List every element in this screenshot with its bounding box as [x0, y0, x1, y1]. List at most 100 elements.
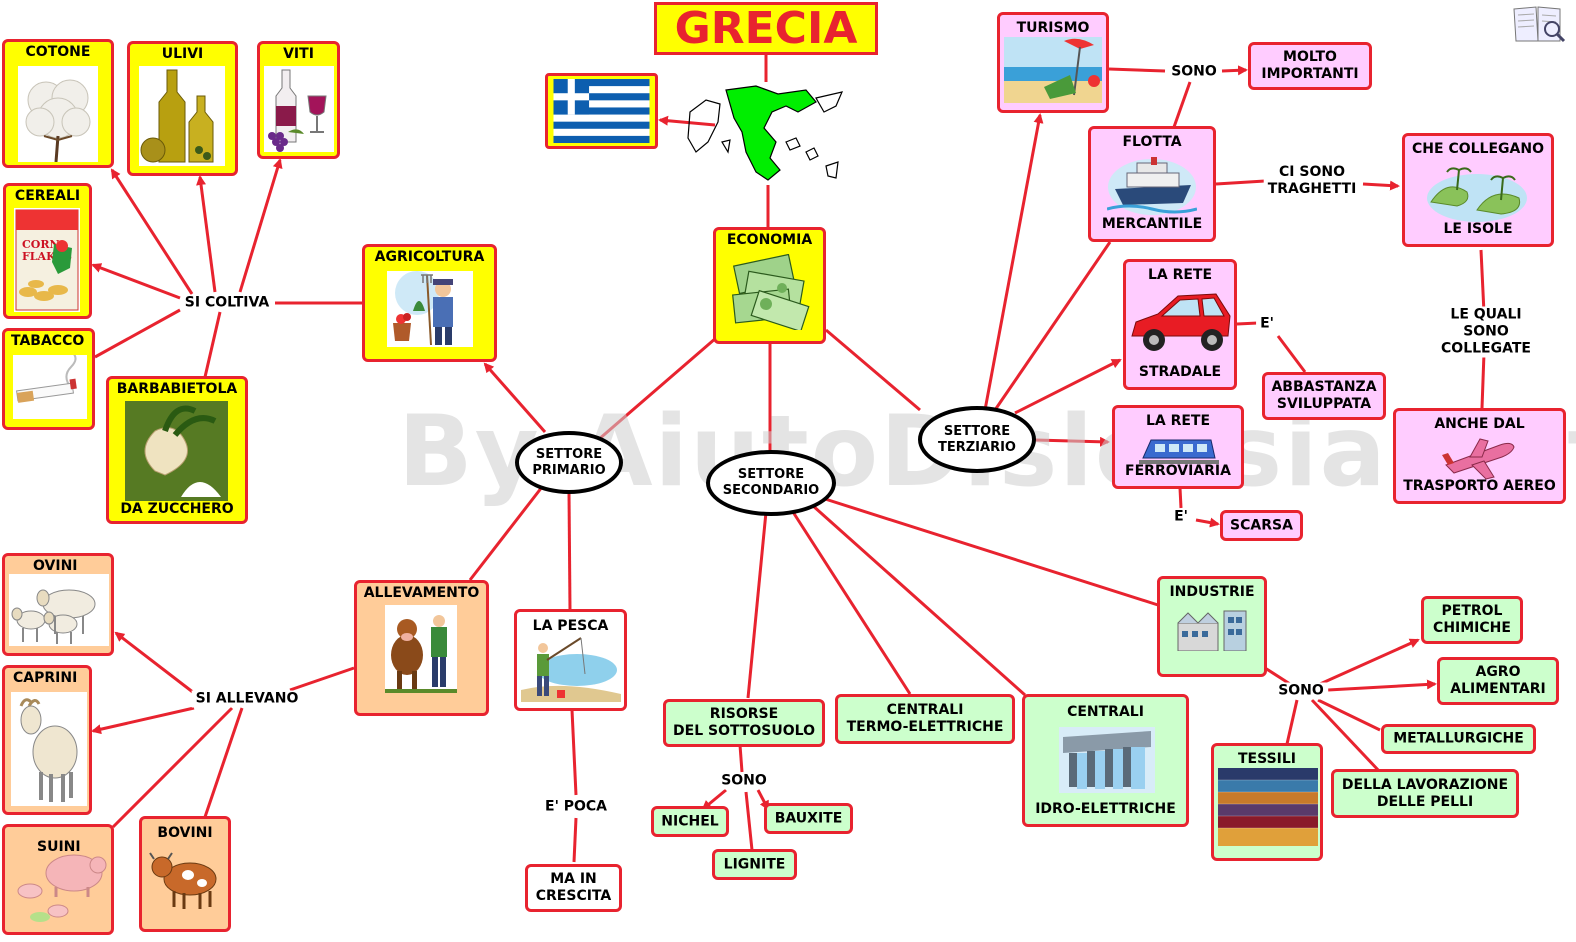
- sugar-beet-icon: [125, 401, 228, 501]
- scarsa-node: SCARSA: [1220, 510, 1303, 541]
- olive-oil-icon: [139, 66, 225, 166]
- suini-label: SUINI: [37, 839, 81, 855]
- scarsa-label: SCARSA: [1230, 517, 1293, 533]
- le-quali-label: LE QUALI SONO COLLEGATE: [1437, 306, 1535, 358]
- isole-label-bottom: LE ISOLE: [1443, 221, 1513, 237]
- ci-sono-traghetti-label: CI SONO TRAGHETTI: [1263, 164, 1361, 198]
- petrolchimiche-node: PETROL CHIMICHE: [1421, 596, 1523, 644]
- barbabietola-node: BARBABIETOLA DA ZUCCHERO: [106, 376, 248, 524]
- termo-label: CENTRALI TERMO-ELETTRICHE: [846, 702, 1004, 735]
- si-coltiva-label: SI COLTIVA: [180, 294, 274, 312]
- abbastanza-node: ABBASTANZA SVILUPPATA: [1262, 372, 1386, 420]
- fabrics-icon: [1218, 768, 1318, 846]
- risorse-label: RISORSE DEL SOTTOSUOLO: [673, 706, 815, 739]
- industrie-label: INDUSTRIE: [1169, 584, 1255, 600]
- cereali-label: CEREALI: [14, 188, 81, 204]
- ovini-node: OVINI: [2, 553, 114, 656]
- cotone-label: COTONE: [25, 44, 91, 60]
- allevamento-node: ALLEVAMENTO: [354, 580, 489, 716]
- pelli-node: DELLA LAVORAZIONE DELLE PELLI: [1331, 769, 1519, 818]
- tabacco-label: TABACCO: [11, 333, 85, 349]
- settore-primario-node: SETTORE PRIMARIO: [515, 431, 623, 494]
- cereal-box-icon: CORN FLAKES: [14, 208, 80, 312]
- aereo-node: ANCHE DAL TRASPORTO AEREO: [1393, 408, 1566, 504]
- flotta-node: FLOTTA MERCANTILE: [1088, 126, 1216, 242]
- goat-icon: [11, 692, 87, 806]
- cigarette-icon: [13, 355, 87, 419]
- ship-icon: [1107, 155, 1197, 215]
- idro-label-bottom: IDRO-ELETTRICHE: [1035, 801, 1176, 817]
- flotta-label-bottom: MERCANTILE: [1101, 216, 1203, 232]
- bovini-label: BOVINI: [157, 825, 213, 841]
- greece-map-icon: [686, 82, 844, 186]
- cereali-node: CEREALI CORN FLAKES: [3, 183, 92, 319]
- fisherman-icon: [521, 630, 621, 702]
- nichel-node: NICHEL: [651, 806, 729, 837]
- metallurgiche-label: METALLURGICHE: [1393, 730, 1524, 747]
- cotone-node: COTONE: [2, 39, 114, 168]
- agricoltura-node: AGRICOLTURA: [362, 244, 497, 362]
- idro-node: CENTRALI IDRO-ELETTRICHE: [1022, 694, 1189, 827]
- sono-industrie-label: SONO: [1274, 682, 1328, 700]
- pesca-label: LA PESCA: [532, 618, 609, 634]
- ulivi-node: ULIVI: [127, 41, 238, 176]
- cotton-icon: [18, 66, 98, 162]
- e-poca-label: E' POCA: [541, 798, 611, 816]
- car-icon: [1128, 290, 1234, 358]
- petrolchimiche-label: PETROL CHIMICHE: [1433, 603, 1511, 636]
- aereo-label-bottom: TRASPORTO AEREO: [1403, 478, 1556, 494]
- molto-importanti-label: MOLTO IMPORTANTI: [1261, 49, 1359, 82]
- nichel-label: NICHEL: [661, 813, 719, 829]
- pelli-label: DELLA LAVORAZIONE DELLE PELLI: [1341, 776, 1509, 810]
- barbabietola-label-bottom: DA ZUCCHERO: [120, 501, 234, 517]
- e-ferroviaria-label: E': [1170, 508, 1192, 526]
- viti-label: VITI: [283, 46, 314, 62]
- turismo-node: TURISMO: [997, 12, 1109, 113]
- money-icon: [726, 253, 814, 333]
- settore-terziario-node: SETTORE TERZIARIO: [918, 406, 1036, 473]
- book-icon[interactable]: [1510, 3, 1566, 45]
- industrie-node: INDUSTRIE: [1157, 576, 1267, 677]
- economia-label: ECONOMIA: [726, 232, 813, 248]
- airplane-icon: [1440, 435, 1520, 481]
- ma-in-crescita-node: MA IN CRESCITA: [525, 864, 622, 912]
- greek-flag-icon: [545, 73, 658, 149]
- termo-node: CENTRALI TERMO-ELETTRICHE: [835, 694, 1015, 744]
- metallurgiche-node: METALLURGICHE: [1381, 724, 1536, 754]
- isole-node: CHE COLLEGANO LE ISOLE: [1402, 133, 1554, 247]
- dam-icon: [1059, 727, 1155, 793]
- sono-risorse-label: SONO: [717, 772, 771, 790]
- ferroviaria-label-bottom: FERROVIARIA: [1125, 463, 1231, 479]
- lignite-label: LIGNITE: [723, 856, 786, 872]
- stradale-node: LA RETE STRADALE: [1123, 259, 1237, 390]
- ovini-label: OVINI: [33, 558, 78, 574]
- tessili-node: TESSILI: [1211, 743, 1323, 861]
- settore-secondario-node: SETTORE SECONDARIO: [706, 450, 836, 516]
- beach-icon: [1004, 37, 1102, 103]
- bauxite-node: BAUXITE: [764, 803, 853, 834]
- stradale-label-top: LA RETE: [1147, 267, 1213, 283]
- bauxite-label: BAUXITE: [774, 810, 843, 826]
- ferroviaria-node: LA RETE FERROVIARIA: [1112, 405, 1244, 489]
- pesca-node: LA PESCA: [514, 609, 627, 711]
- tabacco-node: TABACCO: [2, 328, 95, 430]
- ulivi-label: ULIVI: [161, 46, 204, 62]
- factory-icon: [1174, 605, 1252, 651]
- tessili-label: TESSILI: [1238, 751, 1296, 767]
- risorse-node: RISORSE DEL SOTTOSUOLO: [663, 699, 825, 747]
- stradale-label-bottom: STRADALE: [1138, 364, 1222, 380]
- turismo-label: TURISMO: [1016, 20, 1090, 36]
- lignite-node: LIGNITE: [712, 849, 797, 880]
- agricoltura-label: AGRICOLTURA: [374, 249, 485, 265]
- settore-primario-label: SETTORE PRIMARIO: [532, 446, 606, 478]
- svg-text:CORN: CORN: [22, 238, 60, 251]
- ma-in-crescita-label: MA IN CRESCITA: [535, 871, 612, 904]
- isole-label-top: CHE COLLEGANO: [1412, 141, 1544, 157]
- islands-icon: [1427, 162, 1527, 224]
- abbastanza-label: ABBASTANZA SVILUPPATA: [1271, 379, 1377, 412]
- si-allevano-label: SI ALLEVANO: [191, 690, 303, 708]
- agroalimentari-label: AGRO ALIMENTARI: [1450, 664, 1546, 697]
- wine-icon: [264, 66, 334, 152]
- ferroviaria-label-top: LA RETE: [1145, 413, 1211, 429]
